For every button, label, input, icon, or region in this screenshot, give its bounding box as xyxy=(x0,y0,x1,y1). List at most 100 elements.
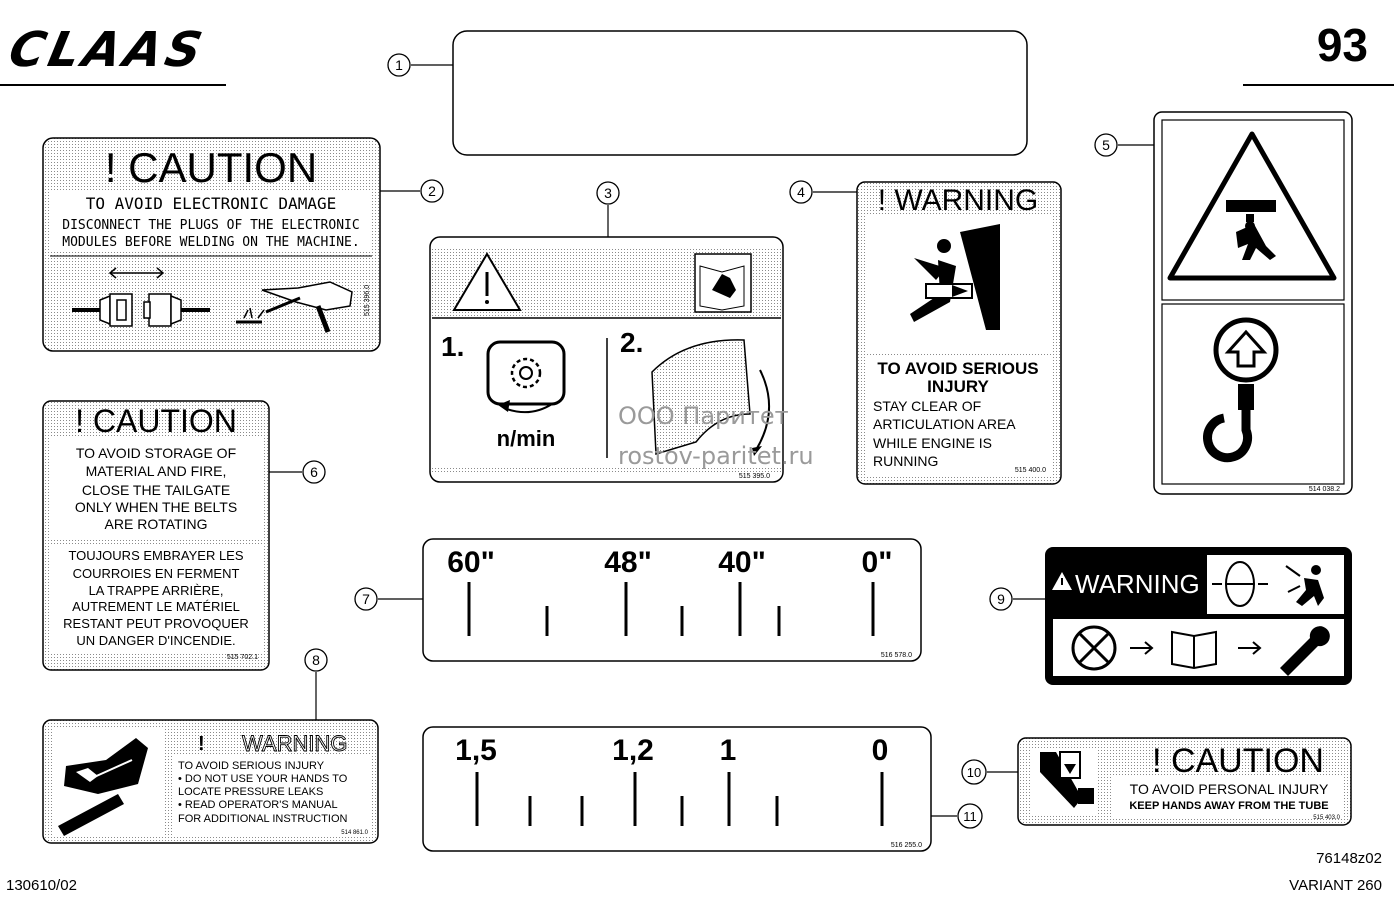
decal-6-fr-3: LA TRAPPE ARRIÈRE, xyxy=(89,583,224,598)
decal-2-electronic-caution: ! CAUTION TO AVOID ELECTRONIC DAMAGE DIS… xyxy=(42,137,381,352)
decal-6-part-number: 515 702.1 xyxy=(227,654,258,661)
read-manual-icon xyxy=(694,253,752,313)
decal-4-heading-2: INJURY xyxy=(927,377,989,396)
decal-8-pressure-warning: ! WARNING TO AVOID SERIOUS INJURY • DO N… xyxy=(42,719,379,844)
decal-2-title: ! CAUTION xyxy=(105,144,317,191)
decal-2-line-3: MODULES BEFORE WELDING ON THE MACHINE. xyxy=(62,235,359,250)
decal-3-step-1: 1. xyxy=(441,331,464,362)
decal-6-en-4: ONLY WHEN THE BELTS xyxy=(75,499,237,515)
decal-7-part-number: 516 578.0 xyxy=(881,652,912,659)
decal-9-accumulator-warning: WARNING xyxy=(1045,547,1352,685)
watermark-website: rostov-paritet.ru xyxy=(618,442,814,470)
drawing-id: 76148z02 xyxy=(1316,850,1382,867)
decal-8-line-3: LOCATE PRESSURE LEAKS xyxy=(178,786,323,798)
decal-3-part-number: 515 395.0 xyxy=(739,473,770,480)
decal-10-tube-caution: ! CAUTION TO AVOID PERSONAL INJURY KEEP … xyxy=(1017,737,1352,826)
callout-2: 2 xyxy=(420,179,444,203)
callout-11: 11 xyxy=(957,803,983,829)
svg-text:7: 7 xyxy=(362,591,370,607)
decal-4-line-2: ARTICULATION AREA xyxy=(873,416,1016,432)
svg-text:8: 8 xyxy=(312,652,320,668)
decal-6-en-5: ARE ROTATING xyxy=(105,516,208,532)
decal-8-line-2: • DO NOT USE YOUR HANDS TO xyxy=(178,773,348,785)
decal-8-title: WARNING xyxy=(242,731,348,756)
decal-11-label-1-5: 1,5 xyxy=(455,734,497,767)
model-name: VARIANT 260 xyxy=(1289,877,1382,894)
callout-4: 4 xyxy=(789,180,813,204)
callout-7: 7 xyxy=(354,587,378,611)
svg-text:4: 4 xyxy=(797,184,805,200)
decal-8-line-1: TO AVOID SERIOUS INJURY xyxy=(178,760,325,772)
decal-6-title: ! CAUTION xyxy=(75,403,237,439)
callout-5: 5 xyxy=(1094,133,1118,157)
decal-6-fr-1: TOUJOURS EMBRAYER LES xyxy=(68,548,243,563)
no-tools-icon xyxy=(1071,625,1117,671)
decal-3-rotation-decal: 1. 2. n/min 515 395.0 xyxy=(429,236,784,483)
decal-4-line-3: WHILE ENGINE IS xyxy=(873,435,992,451)
callout-3: 3 xyxy=(596,181,620,205)
cover-rotate-icon xyxy=(651,339,770,456)
decal-6-en-3: CLOSE THE TAILGATE xyxy=(82,482,230,498)
decal-8-line-4: • READ OPERATOR'S MANUAL xyxy=(178,799,338,811)
arrow-right-icon-1 xyxy=(1130,641,1154,655)
crush-articulation-icon xyxy=(910,224,1000,330)
decal-6-fr-5: RESTANT PEUT PROVOQUER xyxy=(63,616,249,631)
svg-text:2: 2 xyxy=(428,183,436,199)
decal-4-part-number: 515 400.0 xyxy=(1015,467,1046,474)
decal-6-fr-6: UN DANGER D'INCENDIE. xyxy=(76,633,235,648)
decal-6-tailgate-caution: ! CAUTION TO AVOID STORAGE OF MATERIAL A… xyxy=(42,400,270,671)
decal-11-label-0: 0 xyxy=(872,734,889,767)
decal-10-title: ! CAUTION xyxy=(1152,742,1324,780)
decal-8-exclamation: ! xyxy=(198,733,205,755)
leader-lines xyxy=(269,64,1154,817)
decal-4-heading-1: TO AVOID SERIOUS xyxy=(877,359,1038,378)
operator-manual-icon xyxy=(1171,630,1217,670)
connector-unplug-icon xyxy=(72,267,210,327)
callout-1: 1 xyxy=(387,53,411,77)
decal-6-en-1: TO AVOID STORAGE OF xyxy=(76,445,236,461)
decal-11-label-1-2: 1,2 xyxy=(612,734,654,767)
decal-9-title: WARNING xyxy=(1075,569,1200,599)
callout-8: 8 xyxy=(304,648,328,672)
decal-7-label-48: 48" xyxy=(604,546,652,579)
callout-10: 10 xyxy=(961,759,987,785)
decal-8-part-number: 514 861.0 xyxy=(341,830,368,836)
svg-text:10: 10 xyxy=(967,765,981,780)
decal-11-scale: 1,5 1,2 1 0 516 255.0 xyxy=(422,726,932,852)
wrench-icon xyxy=(1280,626,1330,676)
svg-text:3: 3 xyxy=(604,185,612,201)
decal-4-line-1: STAY CLEAR OF xyxy=(873,398,981,414)
hand-crush-tube-icon xyxy=(1030,748,1096,816)
decal-2-line-1: TO AVOID ELECTRONIC DAMAGE xyxy=(86,194,336,213)
warning-triangle-small-icon xyxy=(1052,572,1072,590)
decal-5-part-number: 514 038.2 xyxy=(1309,486,1340,493)
decal-2-part-number: 515 396.0 xyxy=(364,285,371,316)
accumulator-pressure-icon xyxy=(1212,561,1268,607)
callout-6: 6 xyxy=(302,460,326,484)
decal-2-line-2: DISCONNECT THE PLUGS OF THE ELECTRONIC xyxy=(62,218,359,233)
svg-text:1: 1 xyxy=(395,57,403,73)
welding-hand-icon xyxy=(236,281,353,333)
watermark-company: ООО Паритет xyxy=(618,402,789,430)
page-number: 93 xyxy=(1316,19,1368,71)
decal-10-part-number: 515 403.0 xyxy=(1313,815,1340,821)
decal-10-line-1: TO AVOID PERSONAL INJURY xyxy=(1130,781,1329,797)
person-struck-icon xyxy=(1285,565,1324,606)
decal-11-label-1: 1 xyxy=(720,734,737,767)
warning-triangle-icon xyxy=(452,252,522,311)
decal-3-unit: n/min xyxy=(497,426,556,451)
decal-4-title: ! WARNING xyxy=(878,184,1039,217)
decal-6-fr-2: COURROIES EN FERMENT xyxy=(73,566,240,581)
decal-7-scale: 60" 48" 40" 0" 516 578.0 xyxy=(422,538,922,662)
decal-7-label-0: 0" xyxy=(862,546,893,579)
svg-text:6: 6 xyxy=(310,464,318,480)
hand-pressure-leak-icon xyxy=(58,738,148,836)
svg-text:9: 9 xyxy=(997,591,1005,607)
falling-load-triangle-icon xyxy=(1167,131,1337,281)
decal-7-label-60: 60" xyxy=(447,546,495,579)
decal-3-step-2: 2. xyxy=(620,327,643,358)
decal-6-fr-4: AUTREMENT LE MATÉRIEL xyxy=(72,599,240,614)
decal-7-label-40: 40" xyxy=(718,546,766,579)
lifting-hook-icon xyxy=(1203,317,1279,463)
